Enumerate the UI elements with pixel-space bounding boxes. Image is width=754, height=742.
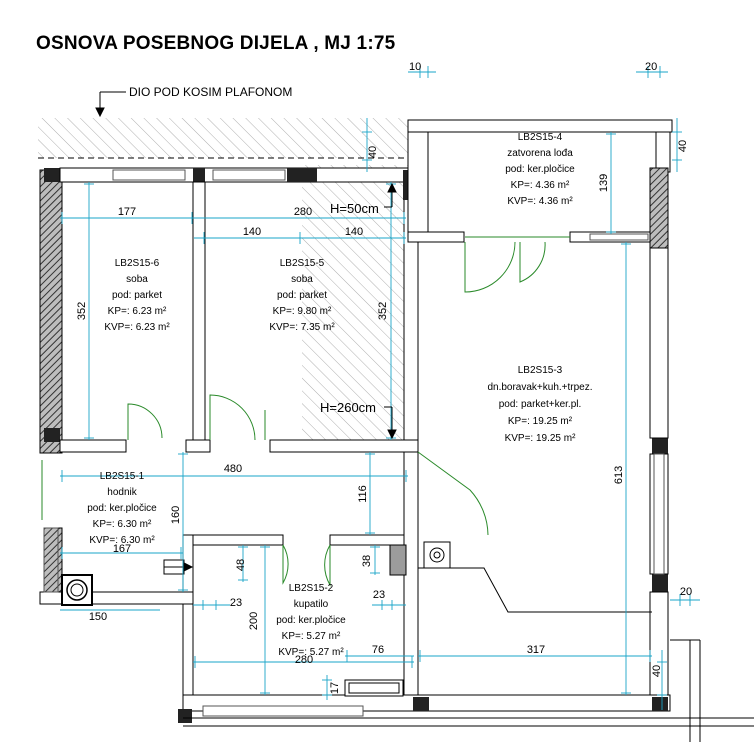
dim-label: 116 [357,485,369,503]
stove-icon [423,541,451,569]
dimension-lines [60,66,700,710]
room-id: LB2S15-3 [518,365,563,376]
window-left [43,527,59,593]
room-label-lb2s15-2: LB2S15-2 kupatilo pod: ker.pločice KP=: … [276,583,346,658]
dim-label: 352 [377,302,389,320]
room-kp: KP=: 19.25 m² [508,416,573,427]
room-floor: pod: parket [112,290,162,301]
plan-title: OSNOVA POSEBNOG DIJELA , MJ 1:75 [36,33,396,54]
room-floor: pod: ker.pločice [276,615,346,626]
dim-label: 613 [613,466,625,484]
room-label-lb2s15-4: LB2S15-4 zatvorena lođa pod: ker.pločice… [505,132,575,207]
room-kp: KP=: 4.36 m² [511,180,570,191]
room-id: LB2S15-4 [518,132,563,143]
dim-label: 280 [294,206,312,218]
dim-label: 20 [680,586,692,598]
vent-shaft [61,574,93,606]
room-name: dn.boravak+kuh.+trpez. [487,382,592,393]
room-kp: KP=: 6.23 m² [108,306,167,317]
room-id: LB2S15-2 [289,583,334,594]
dim-label: 150 [89,611,107,623]
room-name: zatvorena lođa [507,148,573,159]
doors [41,236,570,587]
height-mark-arrows [384,182,397,440]
dim-label: 76 [372,644,384,656]
dimension-labels: 10 20 40 40 139 177 280 140 140 352 352 … [76,61,692,694]
bathtub [202,679,404,717]
dim-label: 139 [598,174,610,192]
dim-label: 140 [345,226,363,238]
dim-label: 317 [527,644,545,656]
dim-label: 177 [118,206,136,218]
entry-arrow [163,559,194,575]
slanted-ceiling-note: DIO POD KOSIM PLAFONOM [129,85,292,99]
dim-label: 160 [170,506,182,524]
room-name: kupatilo [294,599,329,610]
dim-label: 23 [230,597,242,609]
slanted-ceiling-hatch [38,118,408,440]
dim-label: 23 [373,589,385,601]
room-id: LB2S15-5 [280,258,325,269]
room-kvp: KVP=: 6.23 m² [104,322,170,333]
room-kvp: KVP=: 7.35 m² [269,322,335,333]
dim-label: 40 [367,146,379,158]
room-floor: pod: parket+ker.pl. [499,399,582,410]
room-label-lb2s15-5: LB2S15-5 soba pod: parket KP=: 9.80 m² K… [269,258,335,333]
room-label-lb2s15-1: LB2S15-1 hodnik pod: ker.pločice KP=: 6.… [87,471,157,546]
room-floor: pod: ker.pločice [505,164,575,175]
room-floor: pod: parket [277,290,327,301]
room-kp: KP=: 5.27 m² [282,631,341,642]
room-label-lb2s15-3: LB2S15-3 dn.boravak+kuh.+trpez. pod: par… [487,365,592,444]
room-kvp: KVP=: 4.36 m² [507,196,573,207]
room-kvp: KVP=: 5.27 m² [278,647,344,658]
room-kvp: KVP=: 6.30 m² [89,535,155,546]
room-name: hodnik [107,487,137,498]
room-kvp: KVP=: 19.25 m² [505,433,577,444]
room-label-lb2s15-6: LB2S15-6 soba pod: parket KP=: 6.23 m² K… [104,258,170,333]
dim-label: 40 [677,140,689,152]
room-id: LB2S15-6 [115,258,160,269]
room-kp: KP=: 6.30 m² [93,519,152,530]
room-name: soba [126,274,148,285]
dim-label: 10 [409,61,421,73]
dim-label: 38 [361,555,373,567]
dim-label: 17 [329,682,341,694]
dim-label: 20 [645,61,657,73]
room-kp: KP=: 9.80 m² [273,306,332,317]
height-mark-260: H=260cm [320,400,376,415]
room-name: soba [291,274,313,285]
dim-label: 480 [224,463,242,475]
dim-label: 40 [651,665,663,677]
dim-label: 140 [243,226,261,238]
kitchen-counter [418,567,652,613]
dim-label: 167 [113,543,131,555]
dim-label: 352 [76,302,88,320]
height-mark-50: H=50cm [330,201,379,216]
slanted-ceiling-arrow [95,91,126,118]
dim-label: 48 [235,559,247,571]
room-labels: LB2S15-4 zatvorena lođa pod: ker.pločice… [87,132,592,658]
dim-label: 280 [295,654,313,666]
dim-label: 200 [248,612,260,630]
room-id: LB2S15-1 [100,471,145,482]
room-floor: pod: ker.pločice [87,503,157,514]
